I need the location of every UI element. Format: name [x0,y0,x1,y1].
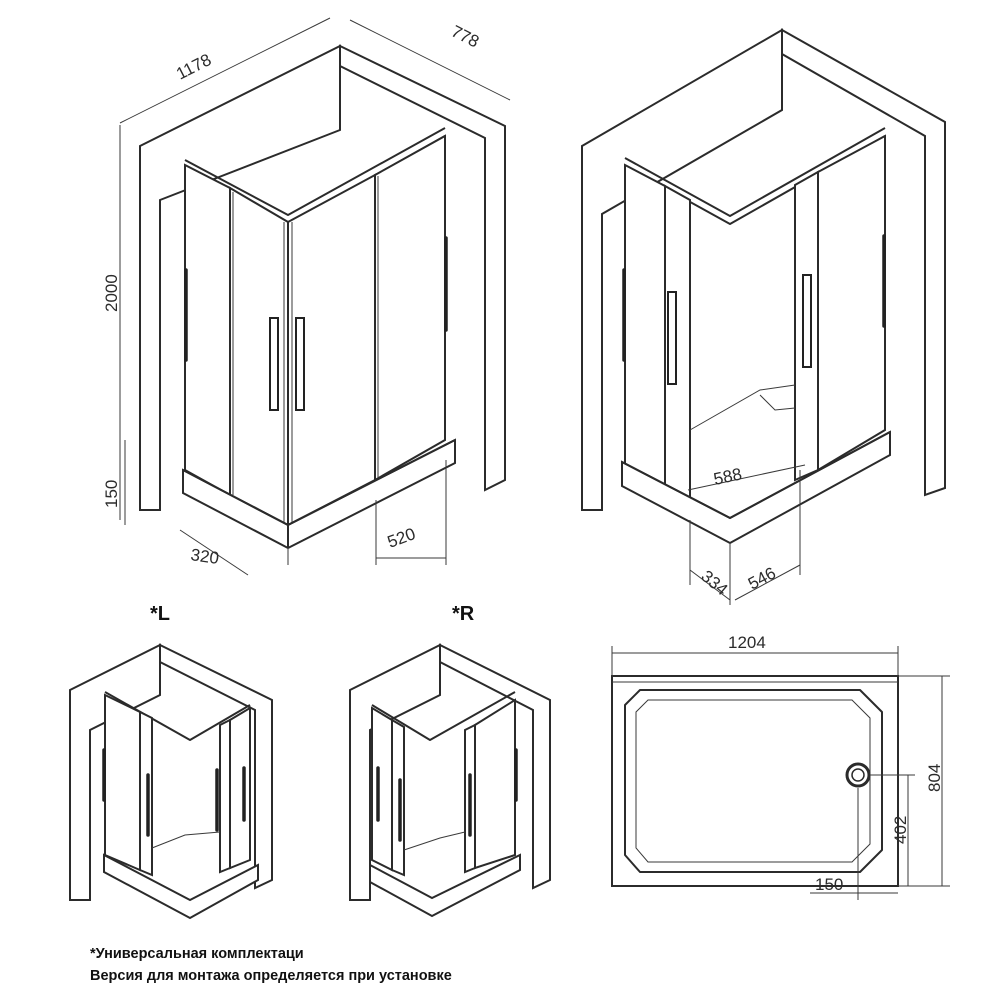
door-handle-left [667,291,677,385]
dimension-depth: 778 [448,22,482,52]
dimension-side-offset: 334 [697,567,731,600]
variant-right-label: *R [452,603,475,625]
dimension-lines [119,17,511,576]
open-door [139,710,153,877]
note-line-1: *Универсальная комплектаци [90,946,304,962]
dimension-tray-height: 150 [102,480,121,508]
dimension-front-door: 520 [385,524,418,552]
door-handle-right [802,274,812,368]
left-sliding-door [229,186,289,527]
dimension-tray-width: 804 [925,764,944,792]
front-fixed-panel [374,134,446,482]
dimension-lines [611,646,950,900]
dimension-tray-length: 1204 [728,633,766,652]
right-wall [159,643,273,890]
fixed-panel [371,706,393,872]
enclosure-closed-view: 1178 778 2000 150 320 520 [102,17,511,576]
note-line-2: Версия для монтажа определяется при уста… [90,968,452,984]
left-fixed-panel [624,163,666,492]
open-door [391,718,405,877]
right-wall [439,643,551,890]
front-sliding-door [287,173,376,527]
dimension-left-door: 320 [189,545,220,568]
left-fixed-panel [184,163,231,497]
front-fixed-panel [817,134,886,472]
variant-left-label: *L [150,603,170,625]
shower-tray [103,853,259,920]
tray-top-view: 1204 804 402 150 [611,633,950,900]
dimension-lines [687,464,806,601]
tray-basin [624,689,883,873]
dimension-drain-offset-y: 402 [891,816,910,844]
door-handle-left [269,317,279,411]
shower-tray [369,853,521,918]
dimension-front-offset: 546 [745,563,779,593]
fixed-panel [104,693,141,872]
door-handle-right [295,317,305,411]
dimension-drain-offset-x: 150 [815,875,843,894]
variant-right-view: *R [349,603,551,918]
fixed-panel [474,698,516,870]
dimension-height: 2000 [102,274,121,312]
dimension-entry-diagonal: 588 [712,464,744,488]
variant-left-view: *L [69,603,273,920]
front-open-door [794,170,819,482]
fixed-panel [229,706,251,870]
open-door [219,718,231,874]
enclosure-open-view: 588 334 546 [581,28,946,605]
